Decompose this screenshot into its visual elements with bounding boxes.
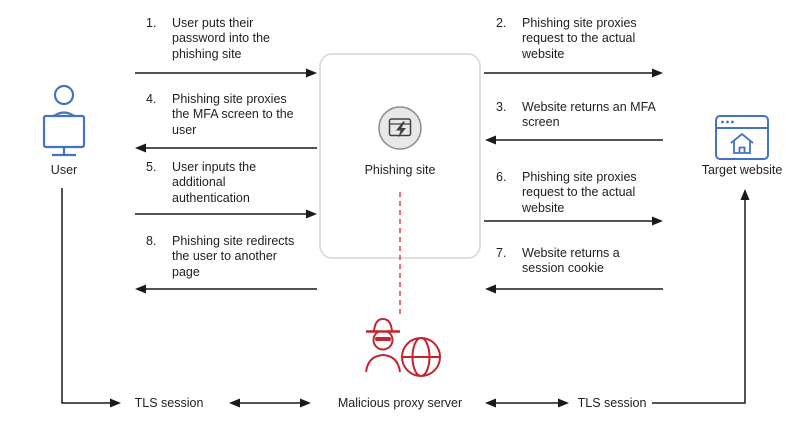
step-3-text: Website returns an MFA screen — [522, 100, 656, 130]
arrow-step-1 — [135, 68, 317, 78]
step-6-number: 6. — [496, 170, 507, 184]
arrow-step-5 — [135, 209, 317, 219]
arrow-step-4 — [135, 143, 317, 153]
tls-double-arrow-left — [229, 398, 311, 408]
step-7: 7. Website returns a session cookie — [496, 246, 656, 277]
arrow-step-6 — [484, 216, 663, 226]
user-label: User — [50, 163, 78, 177]
arrow-step-2 — [484, 68, 663, 78]
arrow-step-3 — [485, 135, 663, 145]
step-5-number: 5. — [146, 160, 157, 174]
step-1: 1. User puts their password into the phi… — [146, 16, 304, 62]
step-7-number: 7. — [496, 246, 507, 260]
phishing-site-icon — [378, 106, 422, 150]
step-4-text: Phishing site proxies the MFA screen to … — [172, 92, 294, 137]
arrow-step-7 — [485, 284, 663, 294]
tls-session-right-label: TLS session — [577, 396, 647, 410]
target-website-icon — [715, 115, 769, 160]
tls-double-arrow-right — [485, 398, 569, 408]
phishing-site-box — [319, 53, 481, 259]
tls-connector-user — [61, 188, 121, 408]
target-website-label: Target website — [701, 163, 783, 177]
step-6-text: Phishing site proxies request to the act… — [522, 170, 637, 215]
phishing-site-label: Phishing site — [364, 163, 436, 177]
step-6: 6. Phishing site proxies request to the … — [496, 170, 656, 216]
step-1-text: User puts their password into the phishi… — [172, 16, 270, 61]
step-8: 8. Phishing site redirects the user to a… — [146, 234, 304, 280]
step-5-text: User inputs the additional authenticatio… — [172, 160, 257, 205]
step-8-number: 8. — [146, 234, 157, 248]
tls-connector-target — [652, 189, 750, 404]
step-4-number: 4. — [146, 92, 157, 106]
tls-session-left-label: TLS session — [134, 396, 204, 410]
step-8-text: Phishing site redirects the user to anot… — [172, 234, 295, 279]
step-2-text: Phishing site proxies request to the act… — [522, 16, 637, 61]
step-4: 4. Phishing site proxies the MFA screen … — [146, 92, 304, 138]
step-3: 3. Website returns an MFA screen — [496, 100, 656, 131]
arrow-step-8 — [135, 284, 317, 294]
malicious-proxy-label: Malicious proxy server — [337, 396, 463, 410]
step-7-text: Website returns a session cookie — [522, 246, 620, 276]
user-icon — [42, 84, 86, 157]
step-2-number: 2. — [496, 16, 507, 30]
step-5: 5. User inputs the additional authentica… — [146, 160, 304, 206]
malicious-proxy-icon — [365, 317, 441, 377]
step-2: 2. Phishing site proxies request to the … — [496, 16, 656, 62]
step-3-number: 3. — [496, 100, 507, 114]
step-1-number: 1. — [146, 16, 157, 30]
